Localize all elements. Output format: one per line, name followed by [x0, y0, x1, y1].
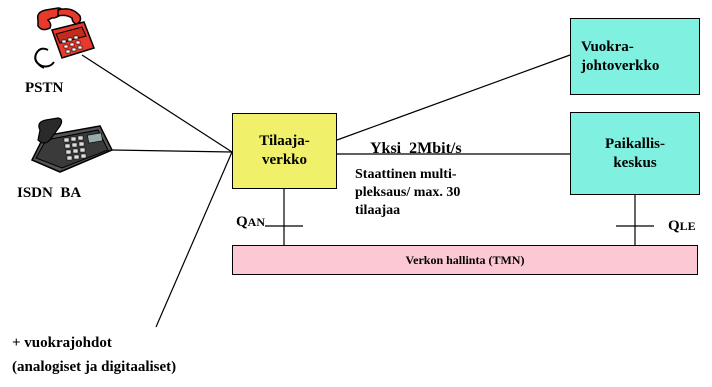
q-le-label: QLE [668, 218, 696, 234]
isdn-label: ISDN BA [17, 185, 82, 201]
network-management-label: Verkon hallinta (TMN) [405, 252, 525, 267]
access-network-label: Tilaaja- verkko [259, 133, 310, 168]
q-an-label: QAN [236, 214, 266, 230]
isdn-telephone-icon [30, 117, 114, 173]
local-exchange-box: Paikallis- keskus [570, 112, 700, 195]
access-to-leased-network-line [336, 54, 571, 141]
leased-lines-to-access-line [155, 151, 233, 328]
network-management-bar: Verkon hallinta (TMN) [232, 245, 698, 275]
leased-line-network-label: Vuokra- johtoverkko [581, 38, 660, 74]
leased-line-network-box: Vuokra- johtoverkko [570, 18, 700, 95]
pstn-label: PSTN [25, 80, 64, 96]
link-rate-label: Yksi 2Mbit/s [370, 140, 462, 157]
pstn-to-access-line [81, 54, 233, 153]
link-description-label: Staattinen multi- pleksaus/ max. 30 tila… [355, 167, 461, 218]
local-exchange-label: Paikallis- keskus [604, 135, 665, 171]
isdn-to-access-line [111, 149, 233, 153]
red-telephone-icon [34, 7, 95, 69]
leased-lines-label: + vuokrajohdot (analogiset ja digitaalis… [12, 335, 177, 375]
access-network-box: Tilaaja- verkko [232, 113, 337, 189]
